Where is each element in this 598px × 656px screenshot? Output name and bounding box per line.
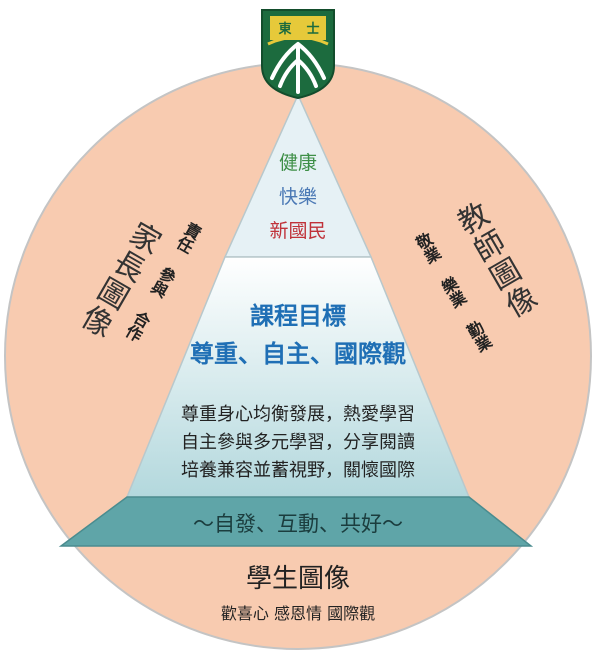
goals-heading: 課程目標 <box>250 302 346 330</box>
student-title: 學生圖像 <box>245 564 350 594</box>
apex-new-citizen: 新國民 <box>269 220 327 242</box>
pyramid-base-band <box>58 496 534 547</box>
goals-values: 尊重、自主、國際觀 <box>190 340 406 368</box>
school-logo <box>261 9 335 100</box>
goal-item-2: 自主參與多元學習，分享閱讀 <box>181 432 415 453</box>
base-motto: ～自發、互動、共好～ <box>193 512 403 536</box>
logo-char-right: 士 <box>306 22 320 37</box>
goal-item-1: 尊重身心均衡發展，熱愛學習 <box>181 404 415 425</box>
apex-health: 健康 <box>278 152 317 174</box>
apex-happy: 快樂 <box>278 186 317 208</box>
logo-char-left: 東 <box>278 22 292 37</box>
goal-item-3: 培養兼容並蓄視野，關懷國際 <box>181 460 415 481</box>
student-traits: 歡喜心 感恩情 國際觀 <box>220 604 376 623</box>
